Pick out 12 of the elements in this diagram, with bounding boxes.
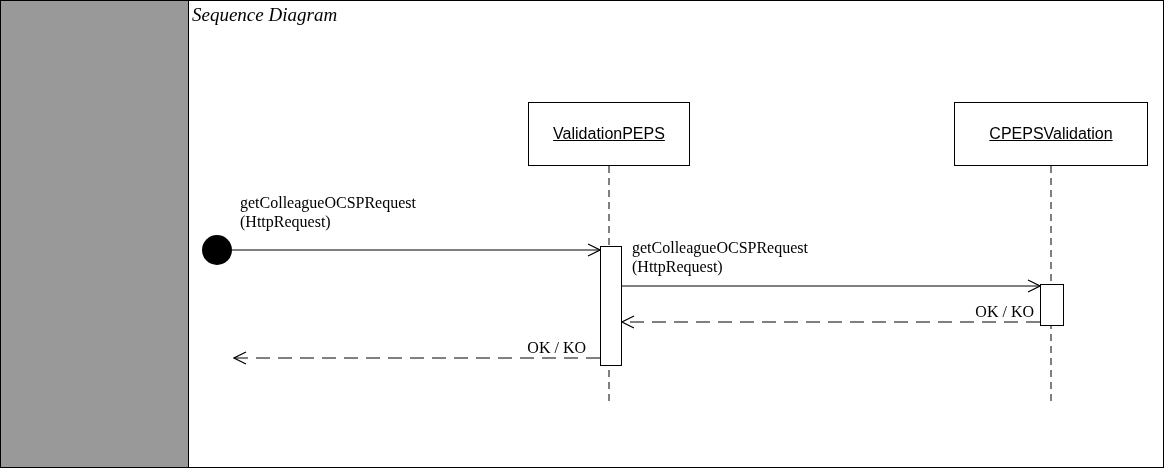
lifeline-box <box>528 102 690 166</box>
message-arrow <box>231 243 601 257</box>
diagram-title: Sequence Diagram <box>192 4 338 26</box>
lifeline-box <box>954 102 1148 166</box>
message-arrow <box>621 279 1041 293</box>
message-arrow <box>233 351 601 365</box>
activation-bar <box>600 246 622 366</box>
lifeline-name: ValidationPEPS <box>553 125 665 143</box>
start-circle <box>202 235 232 265</box>
activation-bar <box>1040 284 1064 326</box>
lifeline-name: CPEPSValidation <box>989 125 1113 143</box>
message-arrow <box>621 315 1041 329</box>
